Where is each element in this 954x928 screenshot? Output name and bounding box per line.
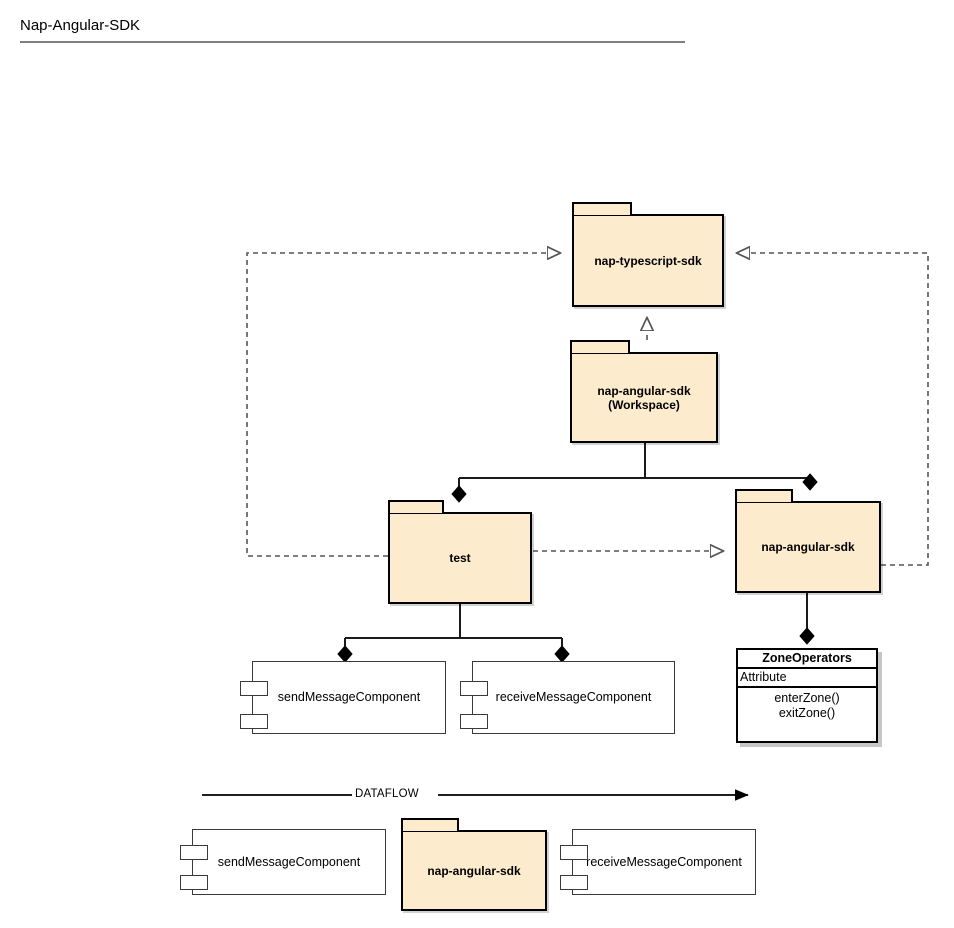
class-zoneoperators[interactable]: ZoneOperators Attribute enterZone() exit… [736,648,878,743]
package-body: nap-angular-sdk [735,501,881,593]
class-attributes: Attribute [738,669,876,688]
component-port-icon [180,875,208,890]
package-body: nap-angular-sdk [401,830,547,911]
component-port-icon [560,845,588,860]
component-send-message-component-tree[interactable]: sendMessageComponent [240,661,446,734]
component-port-icon [460,681,488,696]
component-label: sendMessageComponent [277,690,421,704]
component-body: sendMessageComponent [252,661,446,734]
composition-diamond-send-message [337,645,353,663]
component-port-icon [180,845,208,860]
package-tab [401,818,459,831]
title-divider [20,41,685,43]
component-port-icon [460,714,488,729]
component-send-message-component-dataflow[interactable]: sendMessageComponent [180,829,386,895]
edge-test-composes-components [344,604,563,646]
component-receive-message-component-dataflow[interactable]: receiveMessageComponent [560,829,756,895]
composition-diamond-nap-angular-sdk [802,473,818,491]
edge-workspace-composes-children [458,443,811,487]
package-label: nap-angular-sdk (Workspace) [597,383,691,412]
package-label: nap-angular-sdk [427,863,521,878]
package-test[interactable]: test [388,500,532,604]
component-port-icon [240,681,268,696]
package-body: nap-angular-sdk (Workspace) [570,352,718,443]
package-label: nap-angular-sdk [761,540,855,554]
package-tab [388,500,444,513]
package-nap-angular-sdk[interactable]: nap-angular-sdk [735,489,881,593]
class-operations: enterZone() exitZone() [774,691,840,720]
component-body: receiveMessageComponent [572,829,756,895]
composition-diamond-receive-message [554,645,570,663]
package-body: nap-typescript-sdk [572,214,724,307]
composition-diamond-zoneoperators [799,627,815,645]
package-nap-typescript-sdk[interactable]: nap-typescript-sdk [572,202,724,307]
component-port-icon [240,714,268,729]
package-label: nap-typescript-sdk [594,253,702,268]
package-tab [570,340,630,353]
component-body: sendMessageComponent [192,829,386,895]
package-nap-angular-sdk-dataflow[interactable]: nap-angular-sdk [401,818,547,911]
component-body: receiveMessageComponent [472,661,675,734]
component-label: receiveMessageComponent [495,690,652,704]
dataflow-label: DATAFLOW [352,788,422,800]
package-tab [572,202,632,215]
package-body: test [388,512,532,604]
component-label: receiveMessageComponent [586,854,742,869]
class-name: ZoneOperators [738,650,876,669]
package-nap-angular-sdk-workspace[interactable]: nap-angular-sdk (Workspace) [570,340,718,443]
component-label: sendMessageComponent [217,854,361,869]
component-receive-message-component-tree[interactable]: receiveMessageComponent [460,661,675,734]
package-label: test [449,551,471,565]
component-port-icon [560,875,588,890]
package-tab [735,489,793,502]
page-title: Nap-Angular-SDK [20,17,141,34]
